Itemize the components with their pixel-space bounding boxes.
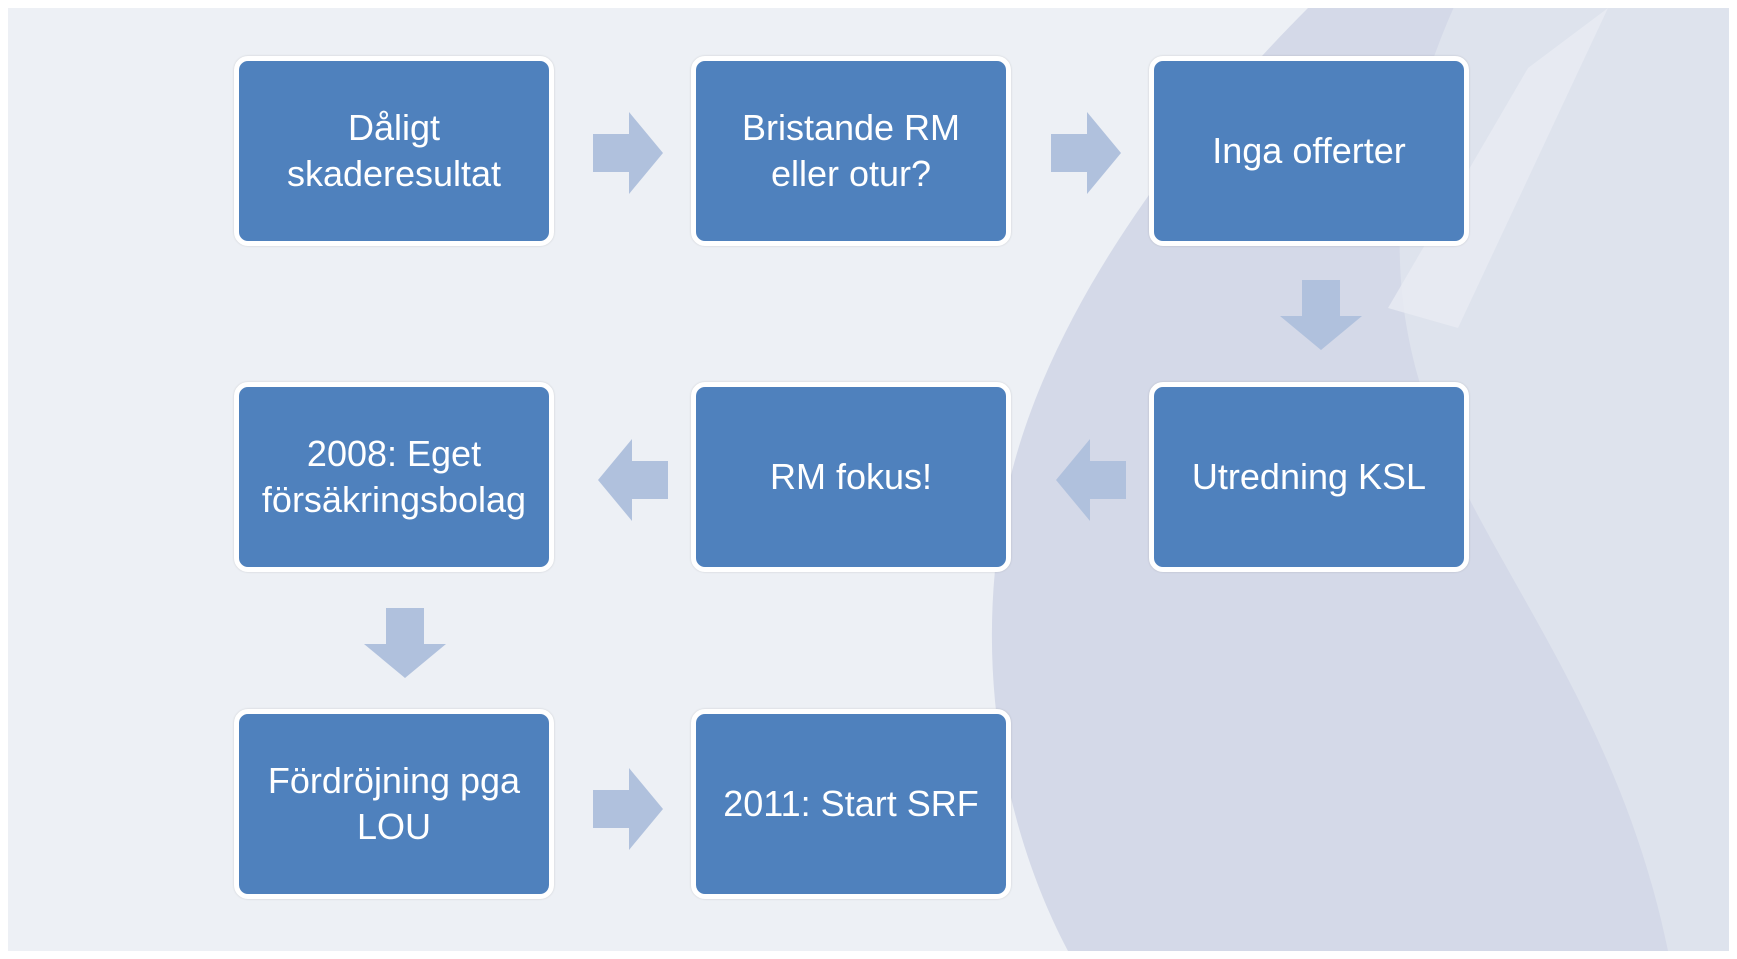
- arrow-left-icon: [1056, 439, 1126, 521]
- step-label: Bristande RM eller otur?: [741, 107, 961, 194]
- step-label: Dåligt skaderesultat: [286, 107, 502, 194]
- step-box-daligt-skaderesultat: Dåligt skaderesultat: [234, 56, 554, 246]
- slide: Dåligt skaderesultat Bristande RM eller …: [8, 8, 1729, 951]
- step-box-start-srf: 2011: Start SRF: [691, 709, 1011, 899]
- arrow-down-icon: [1280, 280, 1362, 350]
- step-label: Utredning KSL: [1191, 456, 1427, 497]
- step-box-inga-offerter: Inga offerter: [1149, 56, 1469, 246]
- step-label: 2011: Start SRF: [723, 783, 979, 824]
- arrow-right-icon: [593, 768, 663, 850]
- step-label: RM fokus!: [769, 456, 933, 497]
- arrow-left-icon: [598, 439, 668, 521]
- arrow-right-icon: [593, 112, 663, 194]
- step-box-utredning-ksl: Utredning KSL: [1149, 382, 1469, 572]
- step-box-rm-fokus: RM fokus!: [691, 382, 1011, 572]
- step-box-bristande-rm: Bristande RM eller otur?: [691, 56, 1011, 246]
- arrow-right-icon: [1051, 112, 1121, 194]
- step-label: Inga offerter: [1212, 130, 1406, 171]
- step-box-fordrojning-lou: Fördröjning pga LOU: [234, 709, 554, 899]
- step-label: 2008: Eget försäkringsbolag: [261, 433, 527, 520]
- arrow-down-icon: [364, 608, 446, 678]
- step-box-eget-forsakringsbolag: 2008: Eget försäkringsbolag: [234, 382, 554, 572]
- step-label: Fördröjning pga LOU: [267, 760, 521, 847]
